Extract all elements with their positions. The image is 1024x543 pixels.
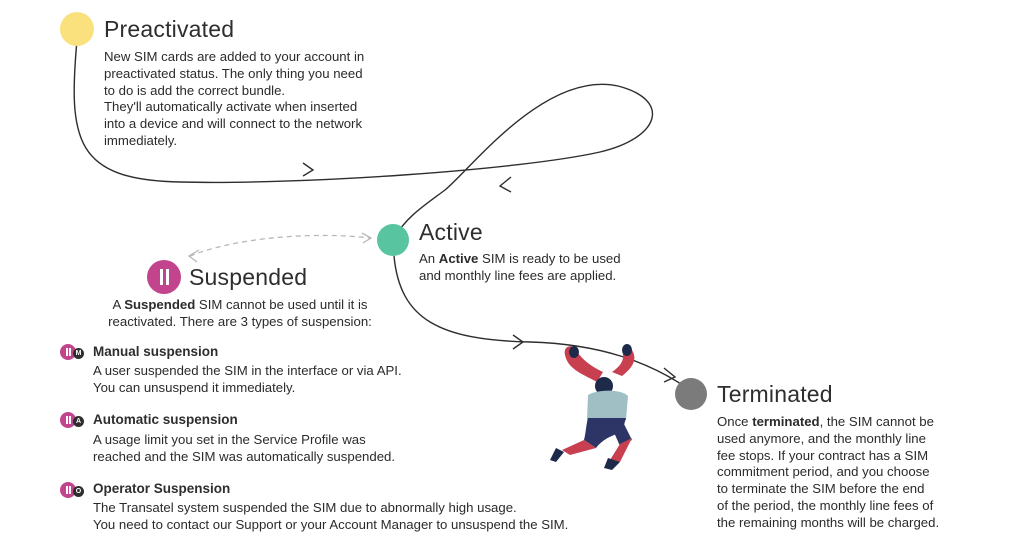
suspended-title: Suspended (189, 264, 308, 290)
operator-suspension-description: The Transatel system suspended the SIM d… (93, 500, 569, 532)
operator-suspension-icon: O (60, 482, 86, 498)
preactivated-to-active-path (73, 39, 654, 237)
terminated-description: Once terminated, the SIM cannot be used … (717, 414, 940, 530)
automatic-suspension-description: A usage limit you set in the Service Pro… (93, 432, 396, 464)
manual-suspension-icon: M (60, 344, 86, 360)
pause-icon (147, 260, 181, 294)
preactivated-title: Preactivated (104, 16, 235, 42)
operator-suspension-title: Operator Suspension (93, 481, 231, 496)
preactivated-description: New SIM cards are added to your account … (104, 49, 365, 148)
active-description: An Active SIM is ready to be used and mo… (419, 251, 621, 283)
suspended-description: A Suspended SIM cannot be used until it … (108, 297, 372, 329)
automatic-suspension-icon: A (60, 412, 86, 428)
active-title: Active (419, 219, 483, 245)
arrow-head-4 (663, 367, 677, 383)
automatic-suspension-title: Automatic suspension (93, 412, 238, 427)
manual-suspension-description: A user suspended the SIM in the interfac… (93, 363, 402, 395)
terminated-title: Terminated (717, 381, 833, 407)
preactivated-dot (60, 12, 94, 46)
arrow-head-6 (187, 249, 200, 263)
jumping-person-illustration (550, 344, 635, 470)
arrow-head-3 (512, 334, 525, 350)
active-to-terminated-path (393, 255, 691, 391)
arrow-head-5 (361, 232, 373, 244)
terminated-dot (675, 378, 707, 410)
manual-suspension-title: Manual suspension (93, 344, 219, 359)
arrow-head-2 (498, 176, 512, 193)
active-dot (377, 224, 409, 256)
active-suspended-dashed-path (189, 234, 371, 257)
arrow-head-1 (302, 162, 315, 177)
